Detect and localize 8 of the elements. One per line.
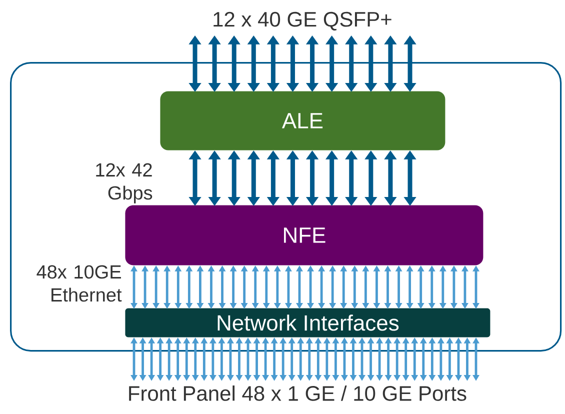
chip-box: ALE xyxy=(160,91,446,150)
chip-box: NFE xyxy=(125,205,484,266)
bandwidth-label: 12x 42 Gbps xyxy=(96,163,152,204)
port-label: Front Panel 48 x 1 GE / 10 GE Ports xyxy=(129,385,466,401)
bandwidth-label: 48x 10GE Ethernet xyxy=(36,265,122,302)
port-label: 12 x 40 GE QSFP+ xyxy=(214,12,392,30)
interface-box: Network Interfaces xyxy=(125,308,490,338)
module-outline xyxy=(10,62,562,352)
